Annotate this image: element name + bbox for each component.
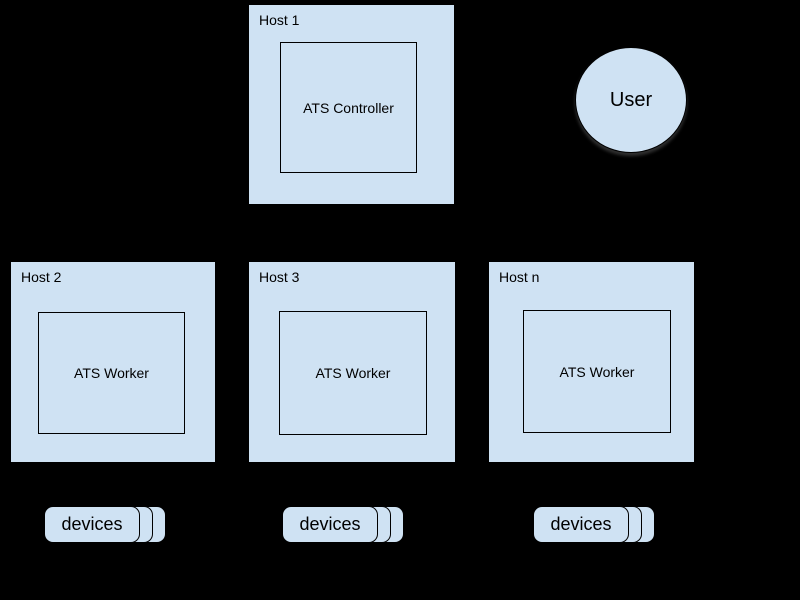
host-3-title: Host 3: [259, 269, 300, 285]
host-1-box: Host 1 ATS Controller: [248, 4, 455, 205]
devices-stack-front: devices: [44, 506, 140, 543]
host-1-title: Host 1: [259, 12, 300, 28]
host-2-box: Host 2 ATS Worker: [10, 261, 216, 463]
devices-stack-front: devices: [282, 506, 378, 543]
ats-worker-box: ATS Worker: [38, 312, 185, 434]
devices-label: devices: [299, 514, 361, 534]
devices-label: devices: [61, 514, 123, 534]
ats-worker-box: ATS Worker: [279, 311, 427, 435]
ats-controller-box: ATS Controller: [280, 42, 417, 173]
ats-worker-label: ATS Worker: [559, 363, 635, 380]
devices-stack-front: devices: [533, 506, 629, 543]
user-circle: User: [575, 47, 687, 153]
ats-worker-box: ATS Worker: [523, 310, 671, 433]
host-n-title: Host n: [499, 269, 540, 285]
devices-stack: devices: [282, 506, 405, 543]
host-n-box: Host n ATS Worker: [488, 261, 695, 463]
ats-worker-label: ATS Worker: [74, 365, 149, 381]
host-3-box: Host 3 ATS Worker: [248, 261, 456, 463]
devices-label: devices: [550, 514, 612, 534]
ats-worker-label: ATS Worker: [315, 365, 391, 381]
devices-stack: devices: [533, 506, 656, 543]
ats-controller-label: ATS Controller: [303, 99, 394, 116]
user-label: User: [609, 88, 653, 111]
host-2-title: Host 2: [21, 269, 62, 285]
devices-stack: devices: [44, 506, 167, 543]
